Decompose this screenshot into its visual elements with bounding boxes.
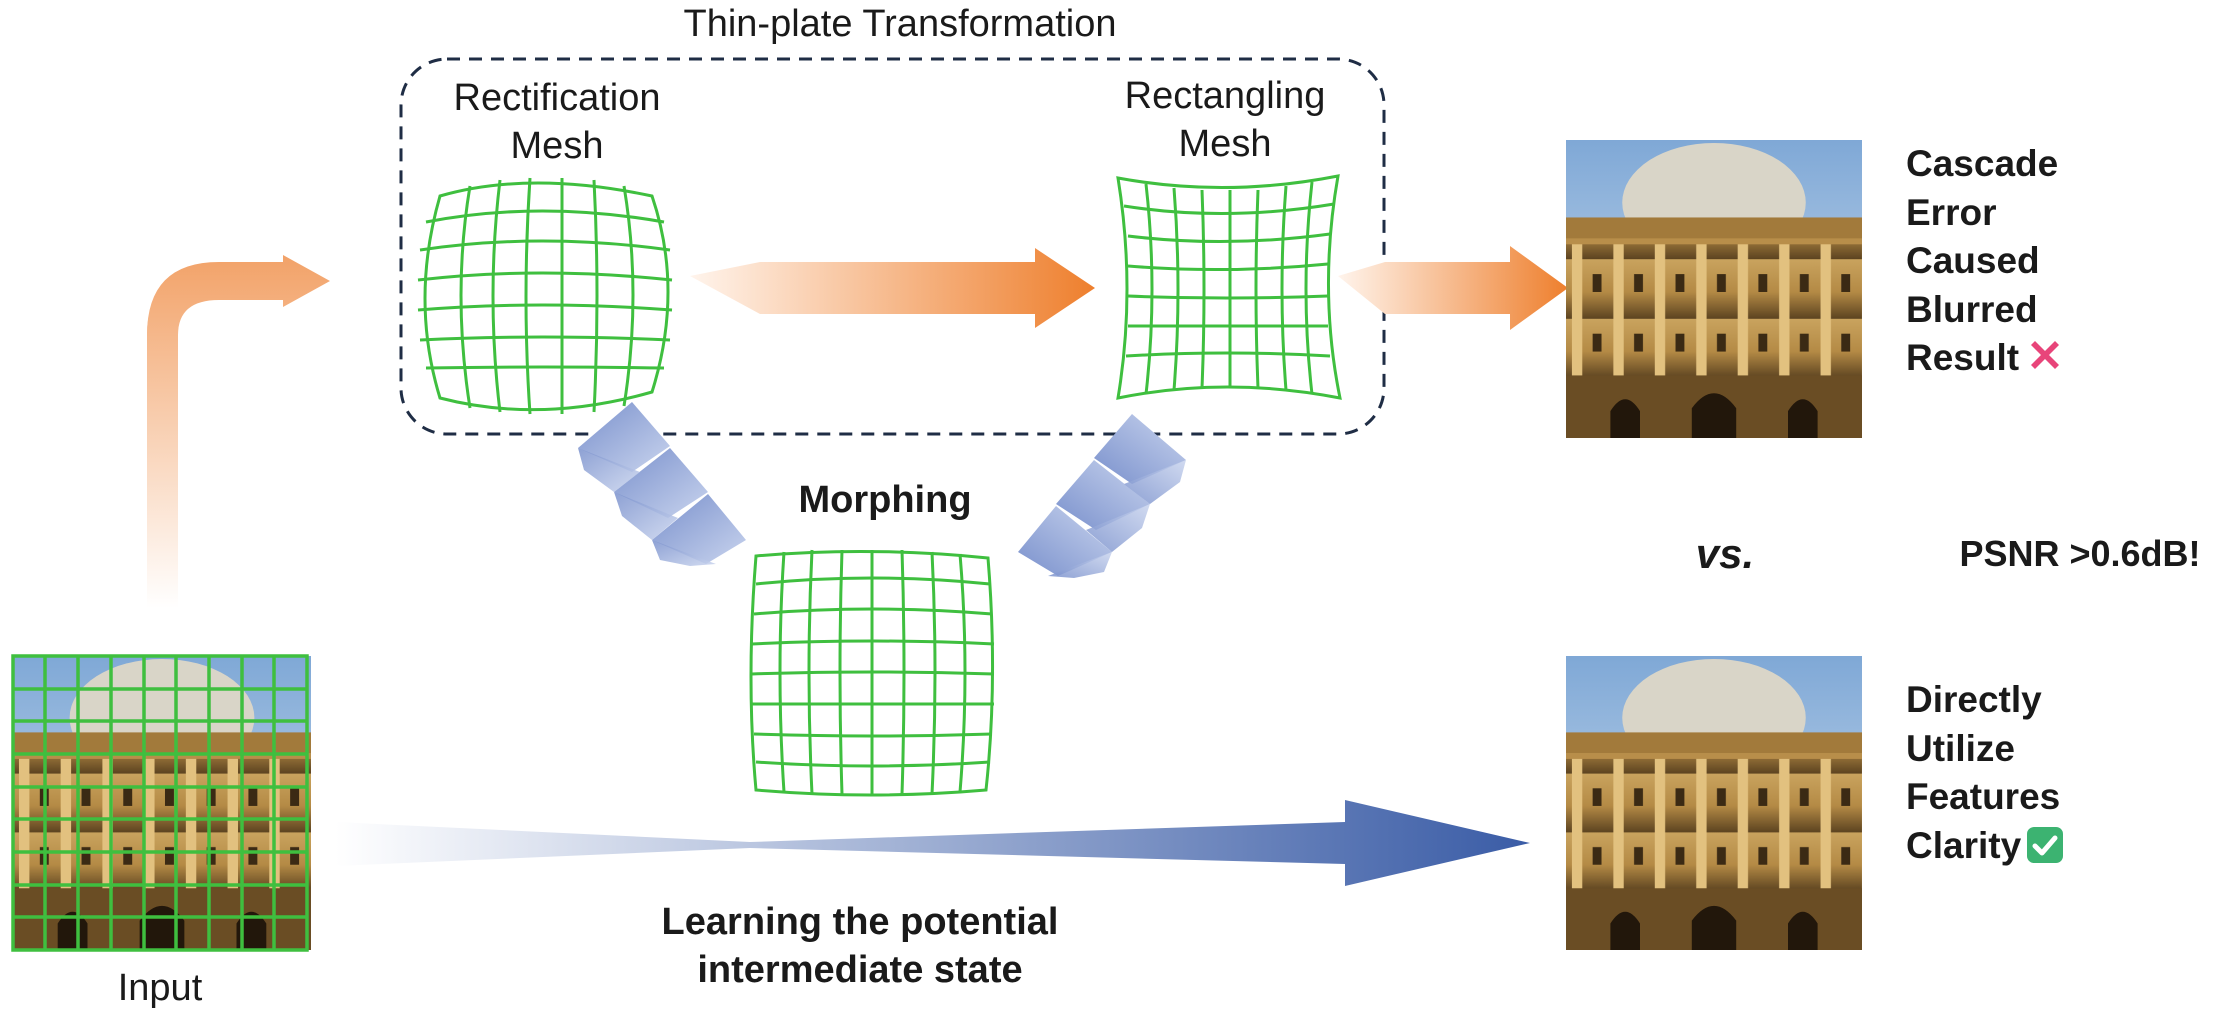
cascade-line: Caused <box>1906 240 2040 281</box>
input-to-direct-result-arrow <box>335 800 1530 886</box>
check-mark-icon <box>2027 826 2064 863</box>
input-label: Input <box>117 967 203 1009</box>
cascade-line: Error <box>1906 191 1997 233</box>
direct-line: Directly <box>1906 679 2042 720</box>
morphing-label: Morphing <box>798 479 972 521</box>
morphing-mesh-grid <box>749 549 995 797</box>
direct-result-image <box>1566 656 1862 950</box>
morph-chevrons-left <box>578 402 746 566</box>
rectangling-label-line1: Rectangling <box>1124 75 1326 117</box>
direct-line: Clarity <box>1906 824 2022 866</box>
rectification-to-rectangling-arrow <box>690 248 1095 328</box>
rectangling-label-line2: Mesh <box>1178 123 1272 165</box>
cascade-line: Result <box>1906 337 2020 378</box>
vs-label: vs. <box>1695 530 1755 577</box>
morphing-intermediate-image <box>749 549 995 797</box>
rectification-label-line1: Rectification <box>453 77 661 119</box>
rectangling-to-cascade-arrow <box>1338 246 1568 330</box>
cascade-result-image <box>1566 140 1862 438</box>
thin-plate-title: Thin-plate Transformation <box>683 3 1117 45</box>
cascade-result-text: Cascade Error Caused Blurred Result <box>1906 140 2065 383</box>
learning-label-line2: intermediate state <box>697 949 1023 991</box>
rectangling-mesh-grid <box>1116 174 1342 400</box>
input-image <box>11 654 311 952</box>
input-mesh-grid <box>11 654 309 952</box>
rectification-mesh-grid <box>417 177 673 415</box>
input-to-thinplate-arrow-body <box>147 255 330 608</box>
rectification-mesh-image <box>417 177 673 415</box>
psnr-label: PSNR >0.6dB! <box>1959 533 2201 574</box>
learning-label-line1: Learning the potential <box>661 901 1059 943</box>
direct-result-text: Directly Utilize Features Clarity <box>1906 676 2064 870</box>
thin-plate-dashed-box <box>399 57 1386 436</box>
cascade-line: Blurred <box>1906 288 2038 330</box>
direct-line: Utilize <box>1906 727 2015 769</box>
cross-mark-icon <box>2025 335 2065 375</box>
cascade-line: Cascade <box>1906 143 2059 184</box>
rectification-label-line2: Mesh <box>510 125 604 167</box>
morph-chevrons-right <box>1018 414 1186 578</box>
rectangling-mesh-image <box>1116 174 1342 400</box>
direct-line: Features <box>1906 776 2061 817</box>
